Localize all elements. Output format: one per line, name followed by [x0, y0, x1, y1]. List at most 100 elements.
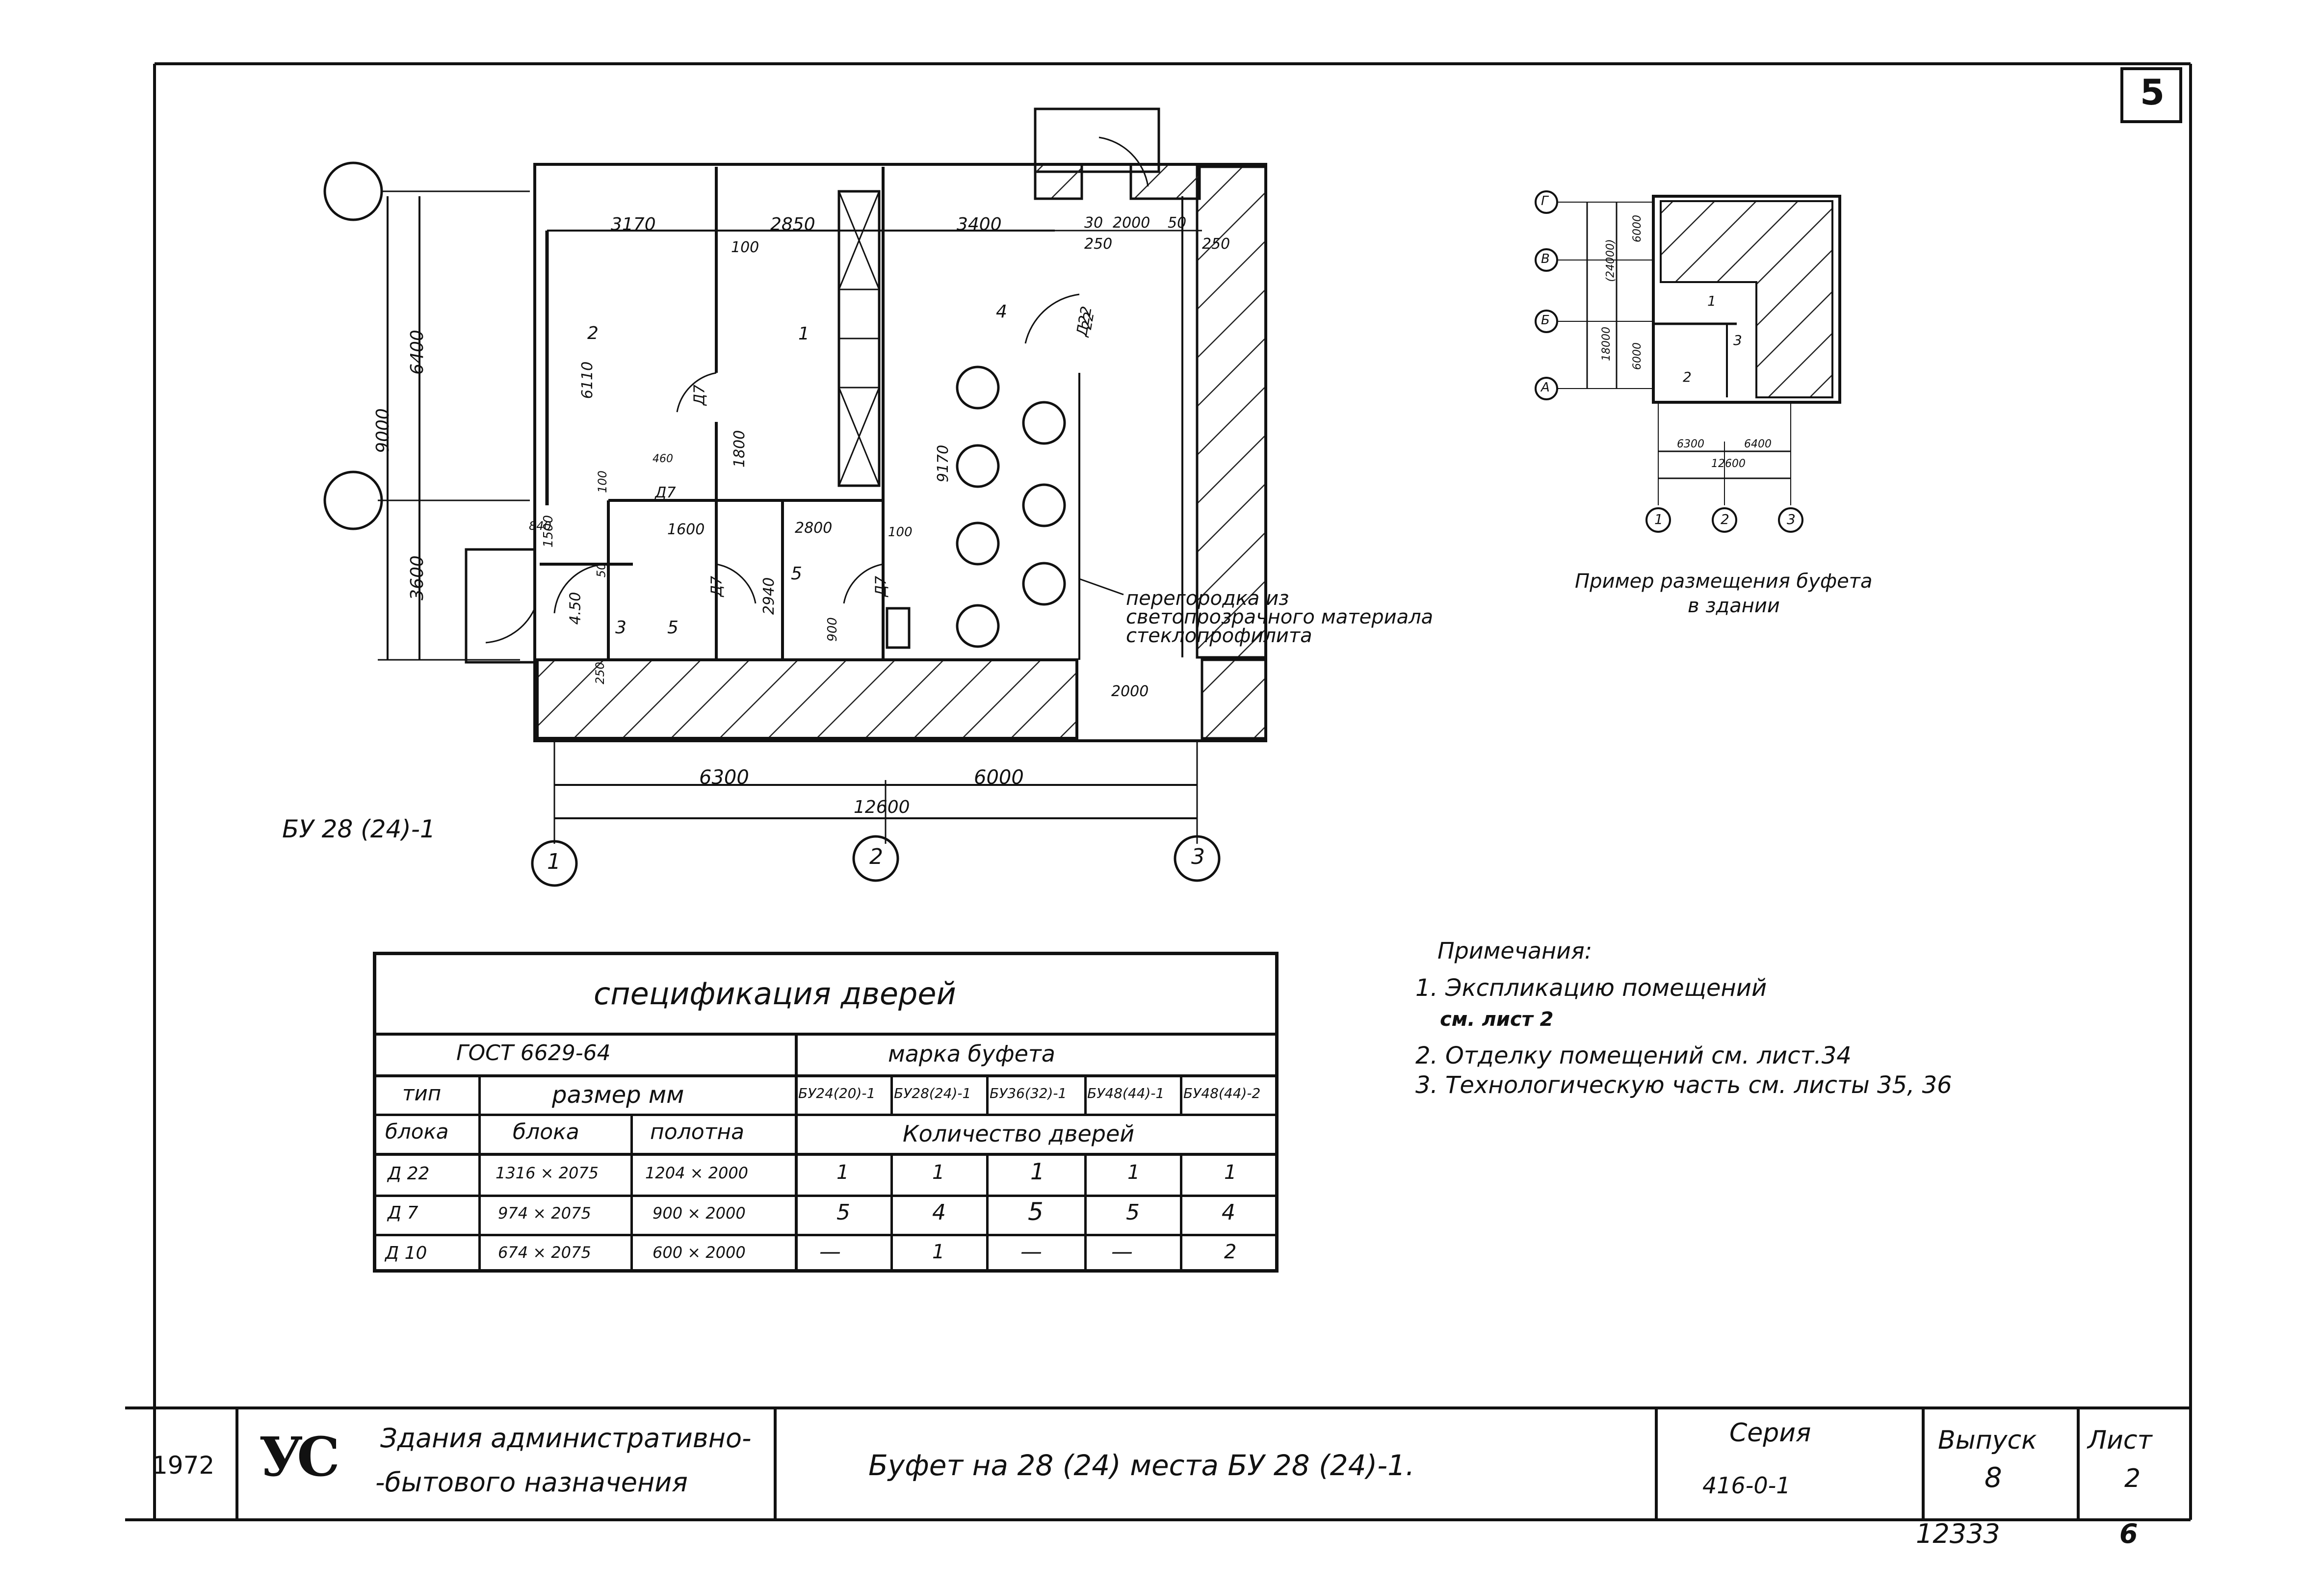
- dim-inner-2: 6110: [579, 361, 597, 399]
- room-number-2: 2: [587, 323, 599, 343]
- inventory-number: 12333: [1916, 1518, 2000, 1549]
- table: [956, 521, 1000, 566]
- dim-top-6: 50: [1168, 214, 1187, 232]
- spec-gost: ГОСТ 6629-64: [456, 1041, 611, 1066]
- note-1: 1. Экспликацию помещений: [1415, 974, 1767, 1002]
- dim-top-4: 30: [1084, 214, 1103, 232]
- spec-brand-3: БУ36(32)-1: [990, 1085, 1067, 1101]
- dim-top-2: 2850: [770, 214, 815, 234]
- door-mark-2: Д7: [655, 484, 676, 501]
- dim-inner-14: 4.50: [567, 592, 584, 625]
- door-mark-1: Д7: [691, 384, 708, 406]
- title-year: 1972: [152, 1451, 215, 1480]
- plan-name-label: БУ 28 (24)-1: [282, 815, 436, 843]
- title-logo: УС: [259, 1425, 340, 1488]
- series-label: Серия: [1729, 1418, 1811, 1448]
- floor-plan: [323, 107, 1267, 887]
- example-caption-line1: Пример размещения буфета: [1575, 570, 1873, 593]
- spec-row2-c5: 4: [1222, 1200, 1235, 1225]
- dim-inner-6: 100: [888, 525, 913, 540]
- partition-note-line1: перегородка из: [1126, 587, 1289, 610]
- spec-row2-c1: 5: [836, 1200, 850, 1225]
- dim-bottom-2: 6000: [974, 766, 1024, 789]
- example-dim-left-4: 6000: [1631, 342, 1644, 370]
- example-dim-left-3: 18000: [1600, 327, 1613, 361]
- spec-row3-leaf: 600 × 2000: [653, 1243, 746, 1262]
- spec-leaf-header: полотна: [650, 1119, 745, 1145]
- note-2: 2. Отделку помещений см. лист.34: [1415, 1042, 1852, 1069]
- spec-row3-c1: —: [819, 1239, 841, 1264]
- door-mark-4: Д7: [872, 575, 890, 597]
- dim-left-3: 3600: [407, 555, 427, 600]
- sheet-frame: [125, 62, 2192, 1521]
- spec-row1-c4: 1: [1127, 1161, 1140, 1184]
- spec-row1-c5: 1: [1224, 1161, 1237, 1184]
- spec-table-title: спецификация дверей: [594, 976, 956, 1012]
- spec-brand-2: БУ28(24)-1: [894, 1085, 971, 1101]
- spec-row3-c3: —: [1020, 1239, 1042, 1264]
- example-room-2: 2: [1683, 369, 1692, 385]
- spec-row3-block: 674 × 2075: [498, 1243, 591, 1262]
- dim-top-7: 250: [1084, 235, 1113, 253]
- note-1-ref: см. лист 2: [1440, 1008, 1554, 1031]
- dim-left-2: 6400: [407, 330, 427, 375]
- dim-inner-5: 2800: [795, 520, 833, 537]
- dim-bottom-1: 6300: [699, 766, 749, 789]
- dim-inner-13: 460: [653, 453, 673, 465]
- table: [1022, 483, 1066, 527]
- spec-row2-c2: 4: [932, 1200, 946, 1225]
- example-axis-bottom-1: 1: [1654, 511, 1663, 527]
- dim-inner-1: 100: [731, 239, 759, 256]
- axis-bubble-top-left: [323, 161, 383, 221]
- example-dim-left-1: 6000: [1631, 215, 1644, 242]
- partition-note-line3: стеклопрофилита: [1126, 625, 1312, 647]
- dim-bottom-total: 12600: [854, 797, 910, 817]
- dim-top-3: 3400: [957, 214, 1002, 234]
- hatched-wall-right: [1196, 165, 1267, 659]
- notes-heading: Примечания:: [1437, 937, 1593, 964]
- issue-value: 8: [1985, 1462, 2002, 1494]
- spec-size-header: размер мм: [552, 1081, 684, 1109]
- issue-label: Выпуск: [1938, 1426, 2037, 1455]
- table: [956, 365, 1000, 410]
- spec-row1-c1: 1: [836, 1161, 849, 1184]
- spec-row2-type: Д 7: [388, 1203, 418, 1223]
- example-axis-bottom-2: 2: [1721, 511, 1729, 527]
- corner-sheet-number: 5: [2140, 72, 2165, 113]
- example-room-1: 1: [1707, 293, 1716, 309]
- example-plan: [1535, 190, 1841, 533]
- example-axis-g: Г: [1541, 194, 1548, 208]
- spec-brand-1: БУ24(20)-1: [798, 1085, 876, 1101]
- spec-brand-4: БУ48(44)-1: [1087, 1085, 1165, 1101]
- spec-row2-c4: 5: [1126, 1200, 1140, 1225]
- room-number-1: 1: [798, 324, 809, 344]
- axis-label-2: 2: [869, 844, 883, 869]
- dim-top-8: 250: [1202, 235, 1230, 253]
- example-caption-line2: в здании: [1688, 595, 1780, 617]
- dim-top-1: 3170: [611, 214, 656, 234]
- spec-brand-5: БУ48(44)-2: [1183, 1085, 1261, 1101]
- spec-row2-leaf: 900 × 2000: [653, 1204, 746, 1223]
- example-dim-left-2: (24000): [1604, 239, 1617, 282]
- room-number-5b: 5: [791, 564, 802, 584]
- note-3: 3. Технологическую часть см. листы 35, 3…: [1415, 1071, 1952, 1099]
- example-room-3: 3: [1733, 332, 1742, 348]
- room-number-4: 4: [996, 302, 1007, 322]
- drawing-title: Буфет на 28 (24) места БУ 28 (24)-1.: [868, 1449, 1415, 1482]
- example-hatched-area: [1660, 200, 1833, 398]
- axis-bubble-mid-left: [323, 470, 383, 530]
- spec-row1-c3: 1: [1030, 1158, 1045, 1185]
- example-dim-bottom-1: 6300: [1677, 438, 1704, 450]
- example-axis-b: Б: [1541, 313, 1550, 328]
- series-value: 416-0-1: [1702, 1472, 1791, 1499]
- dim-inner-8: 900: [825, 617, 840, 642]
- spec-row2-block: 974 × 2075: [498, 1204, 591, 1223]
- page-number: 6: [2119, 1518, 2138, 1549]
- dim-inner-7: 2940: [760, 577, 778, 615]
- door-mark-3: Д7: [708, 575, 726, 597]
- spec-row1-type: Д 22: [388, 1164, 430, 1184]
- axis-label-3: 3: [1191, 844, 1205, 869]
- spec-block-header: блока: [513, 1119, 579, 1145]
- spec-row3-c5: 2: [1224, 1241, 1237, 1263]
